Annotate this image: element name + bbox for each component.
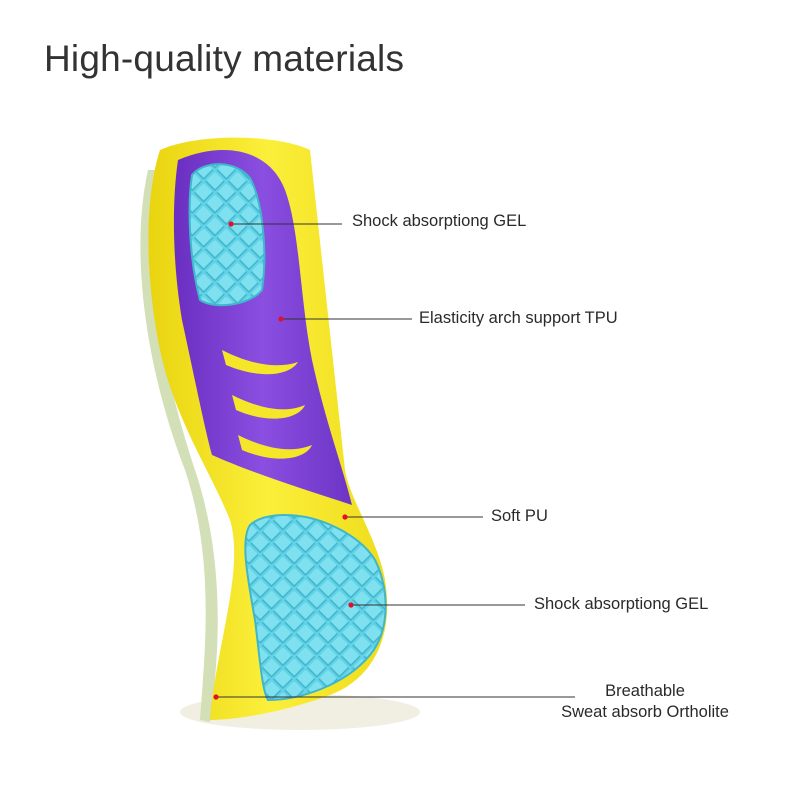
callout-soft-pu-label: Soft PU: [491, 507, 548, 525]
heel-gel-pad: [188, 163, 266, 307]
callout-lines: [216, 223, 575, 698]
page-title: High-quality materials: [44, 38, 405, 79]
callout-ortholite-line2: Sweat absorb Ortholite: [561, 703, 729, 721]
arch-stripes: [222, 350, 312, 459]
callout-markers: [213, 221, 354, 700]
forefoot-gel-pad: [244, 513, 387, 702]
callout-forefoot-gel-label: Shock absorptiong GEL: [534, 595, 709, 613]
insole-side-edge: [140, 170, 218, 722]
callout-ortholite-label: Breathable Sweat absorb Ortholite: [553, 681, 737, 723]
callout-arch-tpu-label: Elasticity arch support TPU: [419, 309, 618, 327]
callout-heel-gel-label: Shock absorptiong GEL: [352, 212, 527, 230]
callout-ortholite-line1: Breathable: [605, 682, 685, 700]
